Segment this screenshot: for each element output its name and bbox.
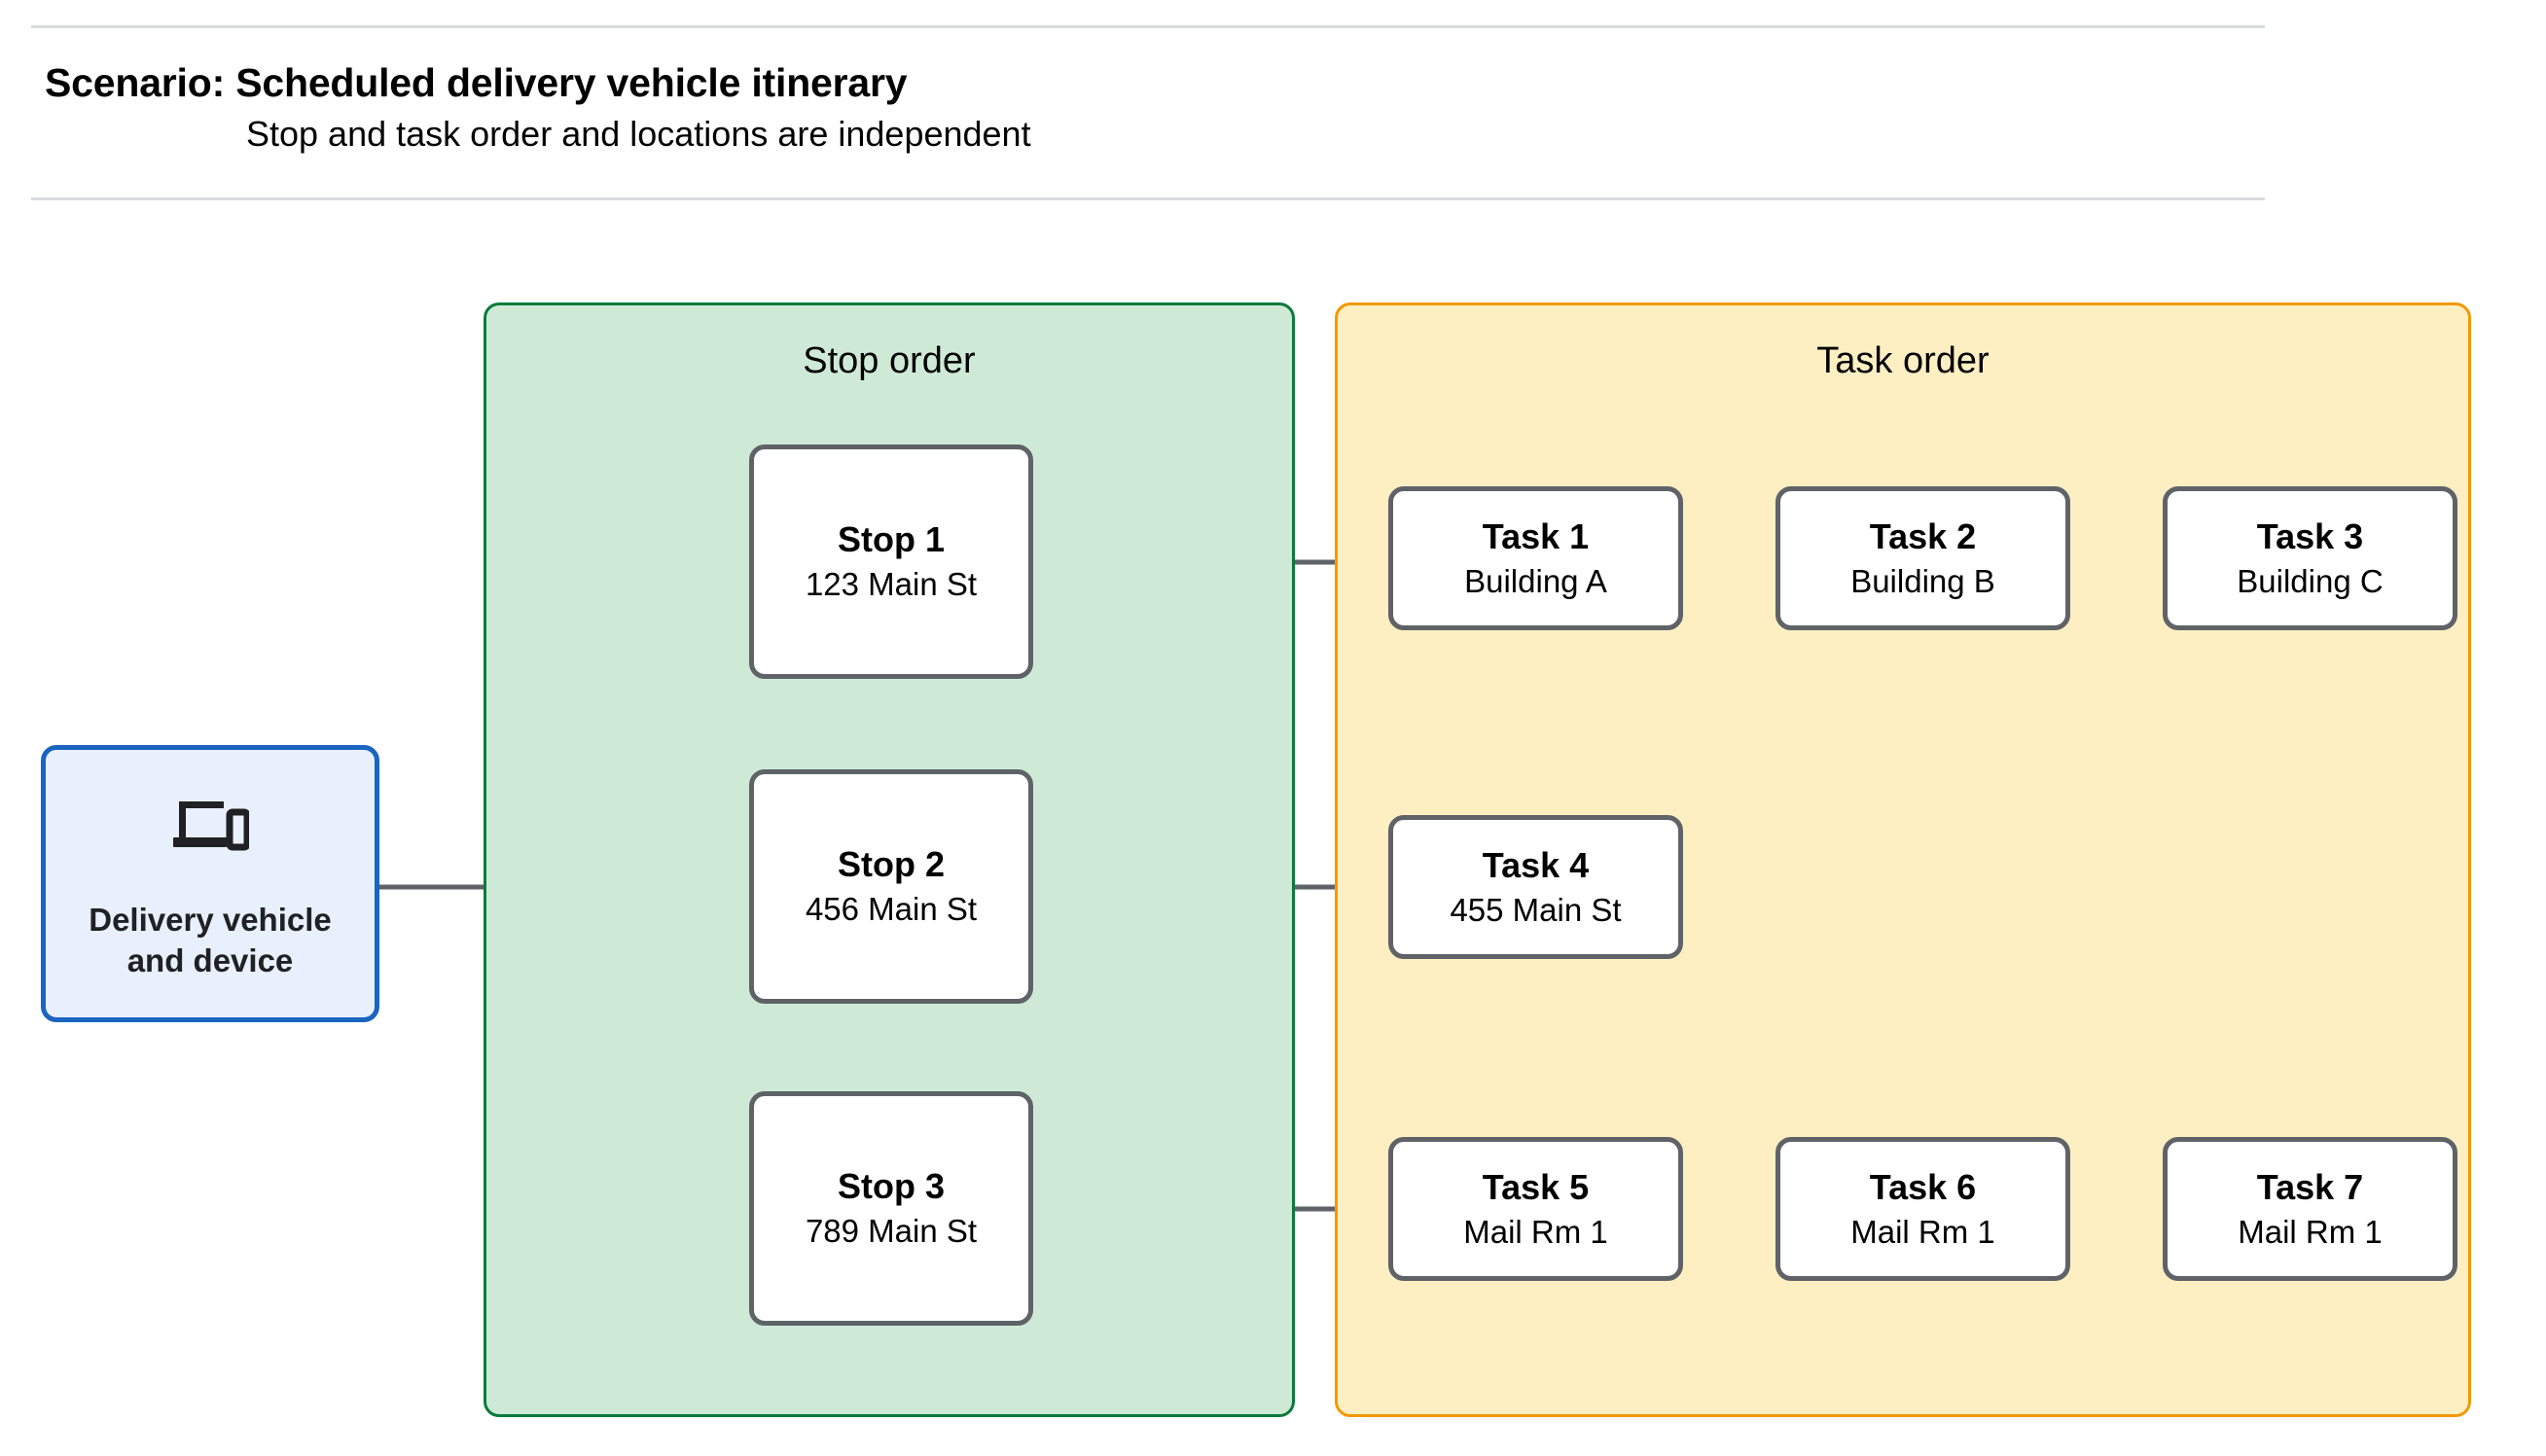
stop-node-3-title: Stop 3 — [837, 1166, 945, 1206]
task-node-7[interactable]: Task 7 Mail Rm 1 — [2163, 1137, 2457, 1281]
task-node-4-title: Task 4 — [1482, 844, 1590, 885]
task-node-3[interactable]: Task 3 Building C — [2163, 486, 2457, 630]
delivery-vehicle-node[interactable]: Delivery vehicle and device — [41, 745, 379, 1022]
stop-node-1[interactable]: Stop 1 123 Main St — [749, 444, 1033, 679]
task-node-5[interactable]: Task 5 Mail Rm 1 — [1388, 1137, 1683, 1281]
delivery-vehicle-label: Delivery vehicle and device — [89, 902, 332, 979]
stop-node-3[interactable]: Stop 3 789 Main St — [749, 1091, 1033, 1326]
task-node-4-location: 455 Main St — [1450, 891, 1622, 928]
task-node-2-title: Task 2 — [1869, 515, 1977, 556]
task-node-2[interactable]: Task 2 Building B — [1775, 486, 2070, 630]
task-node-5-location: Mail Rm 1 — [1463, 1213, 1608, 1250]
task-node-2-location: Building B — [1850, 562, 1995, 599]
stop-node-2-address: 456 Main St — [805, 891, 978, 928]
stop-order-panel-title: Stop order — [803, 340, 976, 381]
task-node-1-title: Task 1 — [1482, 515, 1590, 556]
task-node-7-title: Task 7 — [2256, 1166, 2364, 1207]
task-node-6-title: Task 6 — [1869, 1166, 1977, 1207]
stop-node-1-address: 123 Main St — [805, 566, 978, 603]
task-node-6-location: Mail Rm 1 — [1850, 1213, 1995, 1250]
page-subtitle: Stop and task order and locations are in… — [246, 114, 1031, 154]
page-title: Scenario: Scheduled delivery vehicle iti… — [45, 60, 908, 105]
devices-icon — [173, 801, 249, 851]
task-node-5-title: Task 5 — [1482, 1166, 1590, 1207]
task-node-3-location: Building C — [2237, 562, 2384, 599]
task-node-6[interactable]: Task 6 Mail Rm 1 — [1775, 1137, 2070, 1281]
task-node-3-title: Task 3 — [2256, 515, 2364, 556]
task-node-4[interactable]: Task 4 455 Main St — [1388, 815, 1683, 959]
stop-node-3-address: 789 Main St — [805, 1213, 978, 1250]
stop-node-1-title: Stop 1 — [837, 519, 945, 559]
header-divider-bottom — [31, 197, 2265, 200]
task-node-7-location: Mail Rm 1 — [2238, 1213, 2383, 1250]
task-node-1-location: Building A — [1464, 562, 1607, 599]
stop-node-2[interactable]: Stop 2 456 Main St — [749, 769, 1033, 1004]
stop-node-2-title: Stop 2 — [837, 844, 945, 884]
task-node-1[interactable]: Task 1 Building A — [1388, 486, 1683, 630]
header-divider-top — [31, 25, 2265, 28]
task-order-panel-title: Task order — [1816, 340, 1990, 381]
